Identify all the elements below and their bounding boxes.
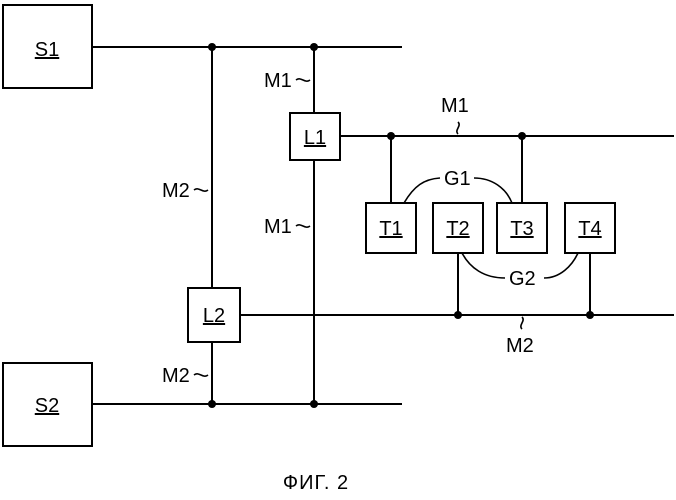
block-s1: S1 — [3, 5, 92, 88]
label-tick-m1-right — [457, 122, 459, 134]
block-t4-label: T4 — [578, 218, 601, 240]
junction-dot — [310, 43, 318, 51]
figure-caption: ФИГ. 2 — [283, 472, 349, 494]
block-l1: L1 — [290, 113, 340, 160]
label-m2-right: M2 — [506, 335, 534, 357]
label-m1-right: M1 — [441, 95, 469, 117]
block-t3: T3 — [497, 203, 547, 253]
block-t1-label: T1 — [379, 218, 402, 240]
label-m2-top: M2 — [162, 180, 190, 202]
block-s2-label: S2 — [35, 395, 59, 417]
label-g1: G1 — [444, 168, 471, 190]
block-l2-label: L2 — [203, 305, 225, 327]
junction-dot — [208, 43, 216, 51]
block-t4: T4 — [565, 203, 615, 253]
label-g2: G2 — [509, 268, 536, 290]
block-t2-label: T2 — [446, 218, 469, 240]
junction-dot — [586, 311, 594, 319]
block-l2: L2 — [188, 288, 240, 342]
junction-dot — [208, 400, 216, 408]
junction-dot — [310, 400, 318, 408]
junction-dot — [454, 311, 462, 319]
junction-dot — [518, 132, 526, 140]
label-m1-top: M1 — [264, 70, 292, 92]
label-tick-m2-bottom — [194, 374, 208, 376]
label-m2-bottom: M2 — [162, 365, 190, 387]
block-s2: S2 — [3, 363, 92, 446]
label-tick-m1-mid — [296, 225, 310, 227]
block-s1-label: S1 — [35, 39, 59, 61]
label-tick-m2-top — [194, 189, 208, 191]
block-t1: T1 — [366, 203, 416, 253]
label-tick-m1-top — [296, 79, 310, 81]
block-l1-label: L1 — [304, 127, 326, 149]
junction-dot — [387, 132, 395, 140]
label-tick-m2-right — [521, 317, 523, 329]
block-t3-label: T3 — [510, 218, 533, 240]
block-t2: T2 — [433, 203, 483, 253]
label-m1-mid: M1 — [264, 216, 292, 238]
